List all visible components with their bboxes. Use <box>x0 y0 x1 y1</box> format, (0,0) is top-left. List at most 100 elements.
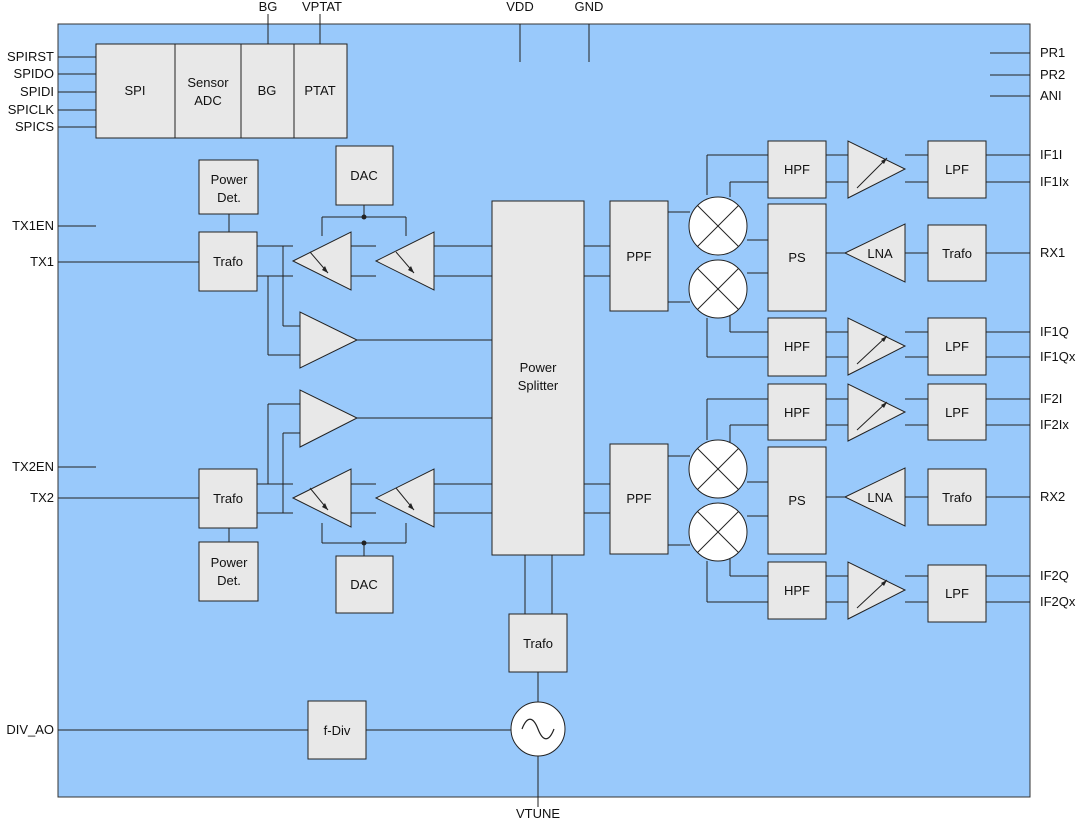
lna-rx1: LNA <box>843 223 906 283</box>
tx1-vga-1 <box>291 231 352 291</box>
pin-pr2: PR2 <box>1040 67 1065 82</box>
power-splitter-label-line1: Power <box>520 360 558 375</box>
trafo-rx2-block: Trafo <box>927 468 987 526</box>
hpf-if2i-block: HPF <box>767 383 827 441</box>
power-det-1-label-line2: Det. <box>217 190 241 205</box>
if2i-vga <box>847 383 907 442</box>
ppf-2-label: PPF <box>626 491 651 506</box>
pin-if1q: IF1Q <box>1040 324 1069 339</box>
sensor-adc-label-line2: ADC <box>194 93 221 108</box>
lpf-if2i-block: LPF <box>927 383 987 441</box>
ptat-label: PTAT <box>304 83 335 98</box>
sensor-adc-label-line1: Sensor <box>187 75 229 90</box>
pin-vtune: VTUNE <box>516 806 560 821</box>
sine-wave-icon <box>521 718 555 740</box>
power-splitter-block: Power Splitter <box>491 200 585 556</box>
tx2-buffer-amp <box>299 389 359 448</box>
trafo-tx1-label: Trafo <box>213 254 243 269</box>
power-det-1-label-line1: Power <box>211 172 249 187</box>
ptat-block: PTAT <box>293 43 348 139</box>
pin-gnd: GND <box>575 0 604 14</box>
bg-label: BG <box>258 83 277 98</box>
trafo-vco-label: Trafo <box>523 636 553 651</box>
pin-rx2: RX2 <box>1040 489 1065 504</box>
hpf-if1i-block: HPF <box>767 140 827 199</box>
if1q-vga <box>847 317 907 376</box>
spi-block: SPI <box>95 43 176 139</box>
if2q-vga <box>847 561 907 620</box>
tx1-buffer-amp <box>299 311 359 369</box>
lna-rx2: LNA <box>843 467 906 527</box>
pin-if1i: IF1I <box>1040 147 1062 162</box>
ps-2-label: PS <box>788 493 806 508</box>
power-det-2-label-line1: Power <box>211 555 249 570</box>
ppf-2-block: PPF <box>609 443 669 555</box>
power-splitter-label-line2: Splitter <box>518 378 559 393</box>
pin-div-ao: DIV_AO <box>6 722 54 737</box>
pin-labels: BG VPTAT VDD GND VTUNE SPIRST SPIDO SPI D… <box>6 0 1076 821</box>
ps-1-label: PS <box>788 250 806 265</box>
pin-spiclk: SPICLK <box>8 102 55 117</box>
mixer-if1i <box>688 196 748 256</box>
trafo-rx2-label: Trafo <box>942 490 972 505</box>
lpf-if2i-label: LPF <box>945 405 969 420</box>
hpf-if2i-label: HPF <box>784 405 810 420</box>
pin-if2i: IF2I <box>1040 391 1062 406</box>
pin-if1ix: IF1Ix <box>1040 174 1069 189</box>
pin-ani: ANI <box>1040 88 1062 103</box>
lpf-if1q-block: LPF <box>927 317 987 376</box>
tx2-vga-1 <box>291 468 352 528</box>
ps-2-block: PS <box>767 446 827 555</box>
pin-spics: SPICS <box>15 119 54 134</box>
pin-tx1: TX1 <box>30 254 54 269</box>
pin-spido: SPIDO <box>14 66 54 81</box>
f-div-label: f-Div <box>324 723 351 738</box>
mixer-if2i <box>688 439 748 499</box>
ppf-1-block: PPF <box>609 200 669 312</box>
hpf-if2q-label: HPF <box>784 583 810 598</box>
pin-vptat: VPTAT <box>302 0 342 14</box>
f-div-block: f-Div <box>307 700 367 760</box>
lna-rx1-label: LNA <box>867 246 893 261</box>
lpf-if1i-label: LPF <box>945 162 969 177</box>
trafo-rx1-label: Trafo <box>942 246 972 261</box>
trafo-tx2-block: Trafo <box>198 468 258 529</box>
trafo-tx2-label: Trafo <box>213 491 243 506</box>
pin-pr1: PR1 <box>1040 45 1065 60</box>
hpf-if1q-block: HPF <box>767 317 827 377</box>
pin-tx2: TX2 <box>30 490 54 505</box>
lpf-if2q-label: LPF <box>945 586 969 601</box>
lna-rx2-label: LNA <box>867 490 893 505</box>
hpf-if1q-label: HPF <box>784 339 810 354</box>
vco-oscillator <box>510 701 566 757</box>
sensor-adc-block: Sensor ADC <box>174 43 242 139</box>
pin-spirst: SPIRST <box>7 49 54 64</box>
pin-rx1: RX1 <box>1040 245 1065 260</box>
power-det-2-label-line2: Det. <box>217 573 241 588</box>
signal-wires <box>58 14 1030 807</box>
trafo-tx1-block: Trafo <box>198 231 258 292</box>
lpf-if1q-label: LPF <box>945 339 969 354</box>
power-det-1-block: Power Det. <box>198 159 259 215</box>
pin-tx1en: TX1EN <box>12 218 54 233</box>
pin-if1qx: IF1Qx <box>1040 349 1076 364</box>
if1i-vga <box>847 140 907 199</box>
dac-2-label: DAC <box>350 577 377 592</box>
tx2-vga-2 <box>374 468 435 528</box>
power-det-2-block: Power Det. <box>198 541 259 602</box>
lpf-if1i-block: LPF <box>927 140 987 199</box>
pin-if2ix: IF2Ix <box>1040 417 1069 432</box>
ps-1-block: PS <box>767 203 827 312</box>
dac-2-block: DAC <box>335 555 394 614</box>
pin-if2q: IF2Q <box>1040 568 1069 583</box>
ppf-1-label: PPF <box>626 249 651 264</box>
mixer-if1q <box>688 259 748 319</box>
mixer-if2q <box>688 502 748 562</box>
hpf-if2q-block: HPF <box>767 561 827 620</box>
spi-label: SPI <box>125 83 146 98</box>
dac-1-block: DAC <box>335 145 394 206</box>
hpf-if1i-label: HPF <box>784 162 810 177</box>
pin-vdd: VDD <box>506 0 533 14</box>
bg-block: BG <box>240 43 295 139</box>
